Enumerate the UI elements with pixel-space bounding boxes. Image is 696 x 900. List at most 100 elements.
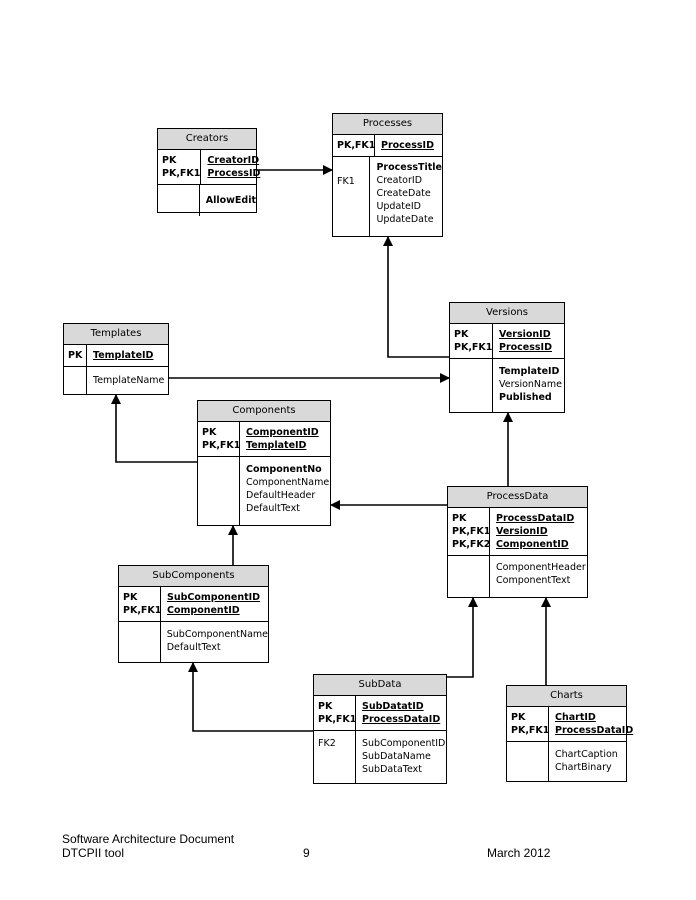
field-name: DefaultText [246,503,300,514]
field-name: CreateDate [376,188,431,199]
field-name: TemplateID [93,350,154,361]
pk-section: PK TemplateID [64,345,168,367]
field-name: CreatorID [207,155,260,166]
link-subdata-subcomponents [188,662,313,732]
entity-title: Components [198,401,330,422]
footer-page-number: 9 [303,846,310,860]
field-name: SubDataText [362,764,422,775]
field-name: UpdateDate [376,214,434,225]
field-name: ComponentID [496,539,569,550]
pk-section: PK PK,FK1 SubComponentID ComponentID [119,587,268,622]
field-name: UpdateID [376,201,421,212]
pk-section: PK PK,FK1 ComponentID TemplateID [198,422,330,457]
entity-versions: Versions PK PK,FK1 VersionID ProcessID T… [449,302,565,413]
entity-title: SubData [314,675,446,696]
attr-section: ComponentHeader ComponentText [448,556,587,598]
field-name: ComponentHeader [496,562,586,573]
footer-project: DTCPII tool [62,846,125,860]
key-label [454,363,492,376]
key-label: PK [454,329,469,340]
field-name: VersionID [499,329,551,340]
key-label: PK,FK1 [452,526,491,537]
key-label [123,626,160,639]
field-name: TemplateID [499,366,560,377]
key-label: PK [511,712,526,723]
entity-title: SubComponents [119,566,268,587]
attr-section: FK2 SubComponentID SubDataName SubDataTe… [314,731,446,783]
key-label: PK,FK1 [202,440,241,451]
field-name: ComponentNo [246,464,322,475]
field-name: ProcessDataID [362,714,441,725]
footer-date: March 2012 [487,846,551,860]
entity-title: ProcessData [448,487,587,508]
key-label [511,746,548,759]
footer-doc-title: Software Architecture Document [62,832,235,846]
key-label [202,461,239,474]
attr-section: ComponentNo ComponentName DefaultHeader … [198,457,330,525]
key-label: PK,FK1 [318,714,357,725]
field-name: SubComponentName [166,629,268,640]
key-label: PK,FK1 [454,342,493,353]
field-name: ProcessDataID [496,513,575,524]
field-name: ProcessTitle [376,162,442,173]
entity-title: Charts [507,686,626,707]
field-name: ComponentName [246,477,330,488]
entity-title: Templates [64,324,168,345]
field-name: ComponentText [496,575,571,586]
key-label: PK [123,592,138,603]
key-label [452,560,489,573]
attr-section: FK1 ProcessTitle CreatorID CreateDate Up… [333,157,442,236]
entity-subcomponents: SubComponents PK PK,FK1 SubComponentID C… [118,565,269,663]
field-name: ChartID [555,712,596,723]
field-name: SubDataName [362,751,431,762]
pk-section: PK PK,FK1 CreatorID ProcessID [158,150,260,185]
entity-subdata: SubData PK PK,FK1 SubDatatID ProcessData… [313,674,447,784]
key-label: PK [68,350,83,361]
field-name: ProcessDataID [555,725,634,736]
link-versions-processes [383,236,449,358]
field-name: ProcessID [381,140,434,151]
key-label: PK [202,427,217,438]
entity-charts: Charts PK PK,FK1 ChartID ProcessDataID C… [506,685,633,782]
field-name: TemplateID [246,440,307,451]
entity-components: Components PK PK,FK1 ComponentID Templat… [197,400,331,526]
attr-section: AllowEdit [158,185,256,216]
entity-creators: Creators PK PK,FK1 CreatorID ProcessID A… [157,128,260,216]
key-label: PK,FK1 [337,140,376,151]
key-label [162,189,199,202]
entity-templates: Templates PK TemplateID TemplateName [63,323,169,395]
field-name: ChartBinary [555,762,612,773]
field-name: ComponentID [167,605,240,616]
attr-section: SubComponentName DefaultText [119,622,268,662]
pk-section: PK PK,FK1 VersionID ProcessID [450,324,564,359]
key-label: PK [452,513,467,524]
field-name: ProcessID [499,342,552,353]
field-name: TemplateName [93,375,165,386]
field-name: SubDatatID [362,701,424,712]
field-name: ComponentID [246,427,319,438]
field-name: VersionName [499,379,562,390]
pk-section: PK PK,FK1 ChartID ProcessDataID [507,707,633,742]
attr-section: ChartCaption ChartBinary [507,742,626,781]
field-name: ProcessID [207,168,261,179]
key-label: FK2 [318,738,336,749]
key-label: PK,FK1 [162,168,201,179]
attr-section: TemplateID VersionName Published [450,359,564,412]
key-label [68,371,86,384]
pk-section: PK PK,FK1 SubDatatID ProcessDataID [314,696,446,731]
field-name: SubComponentID [362,738,446,749]
pk-section: PK PK,FK1 PK,FK2 ProcessDataID VersionID… [448,508,587,556]
key-label: PK,FK2 [452,539,491,550]
field-name: CreatorID [376,175,423,186]
field-name: DefaultText [166,642,221,653]
key-label: PK [318,701,333,712]
entity-title: Processes [333,114,442,135]
pk-section: PK,FK1 ProcessID [333,135,442,157]
key-label: PK [162,155,177,166]
entity-processes: Processes PK,FK1 ProcessID FK1 ProcessTi… [332,113,443,237]
entity-title: Creators [158,129,256,150]
key-label: FK1 [337,176,355,187]
field-name: Published [499,392,552,403]
link-subdata-processdata [447,597,478,678]
